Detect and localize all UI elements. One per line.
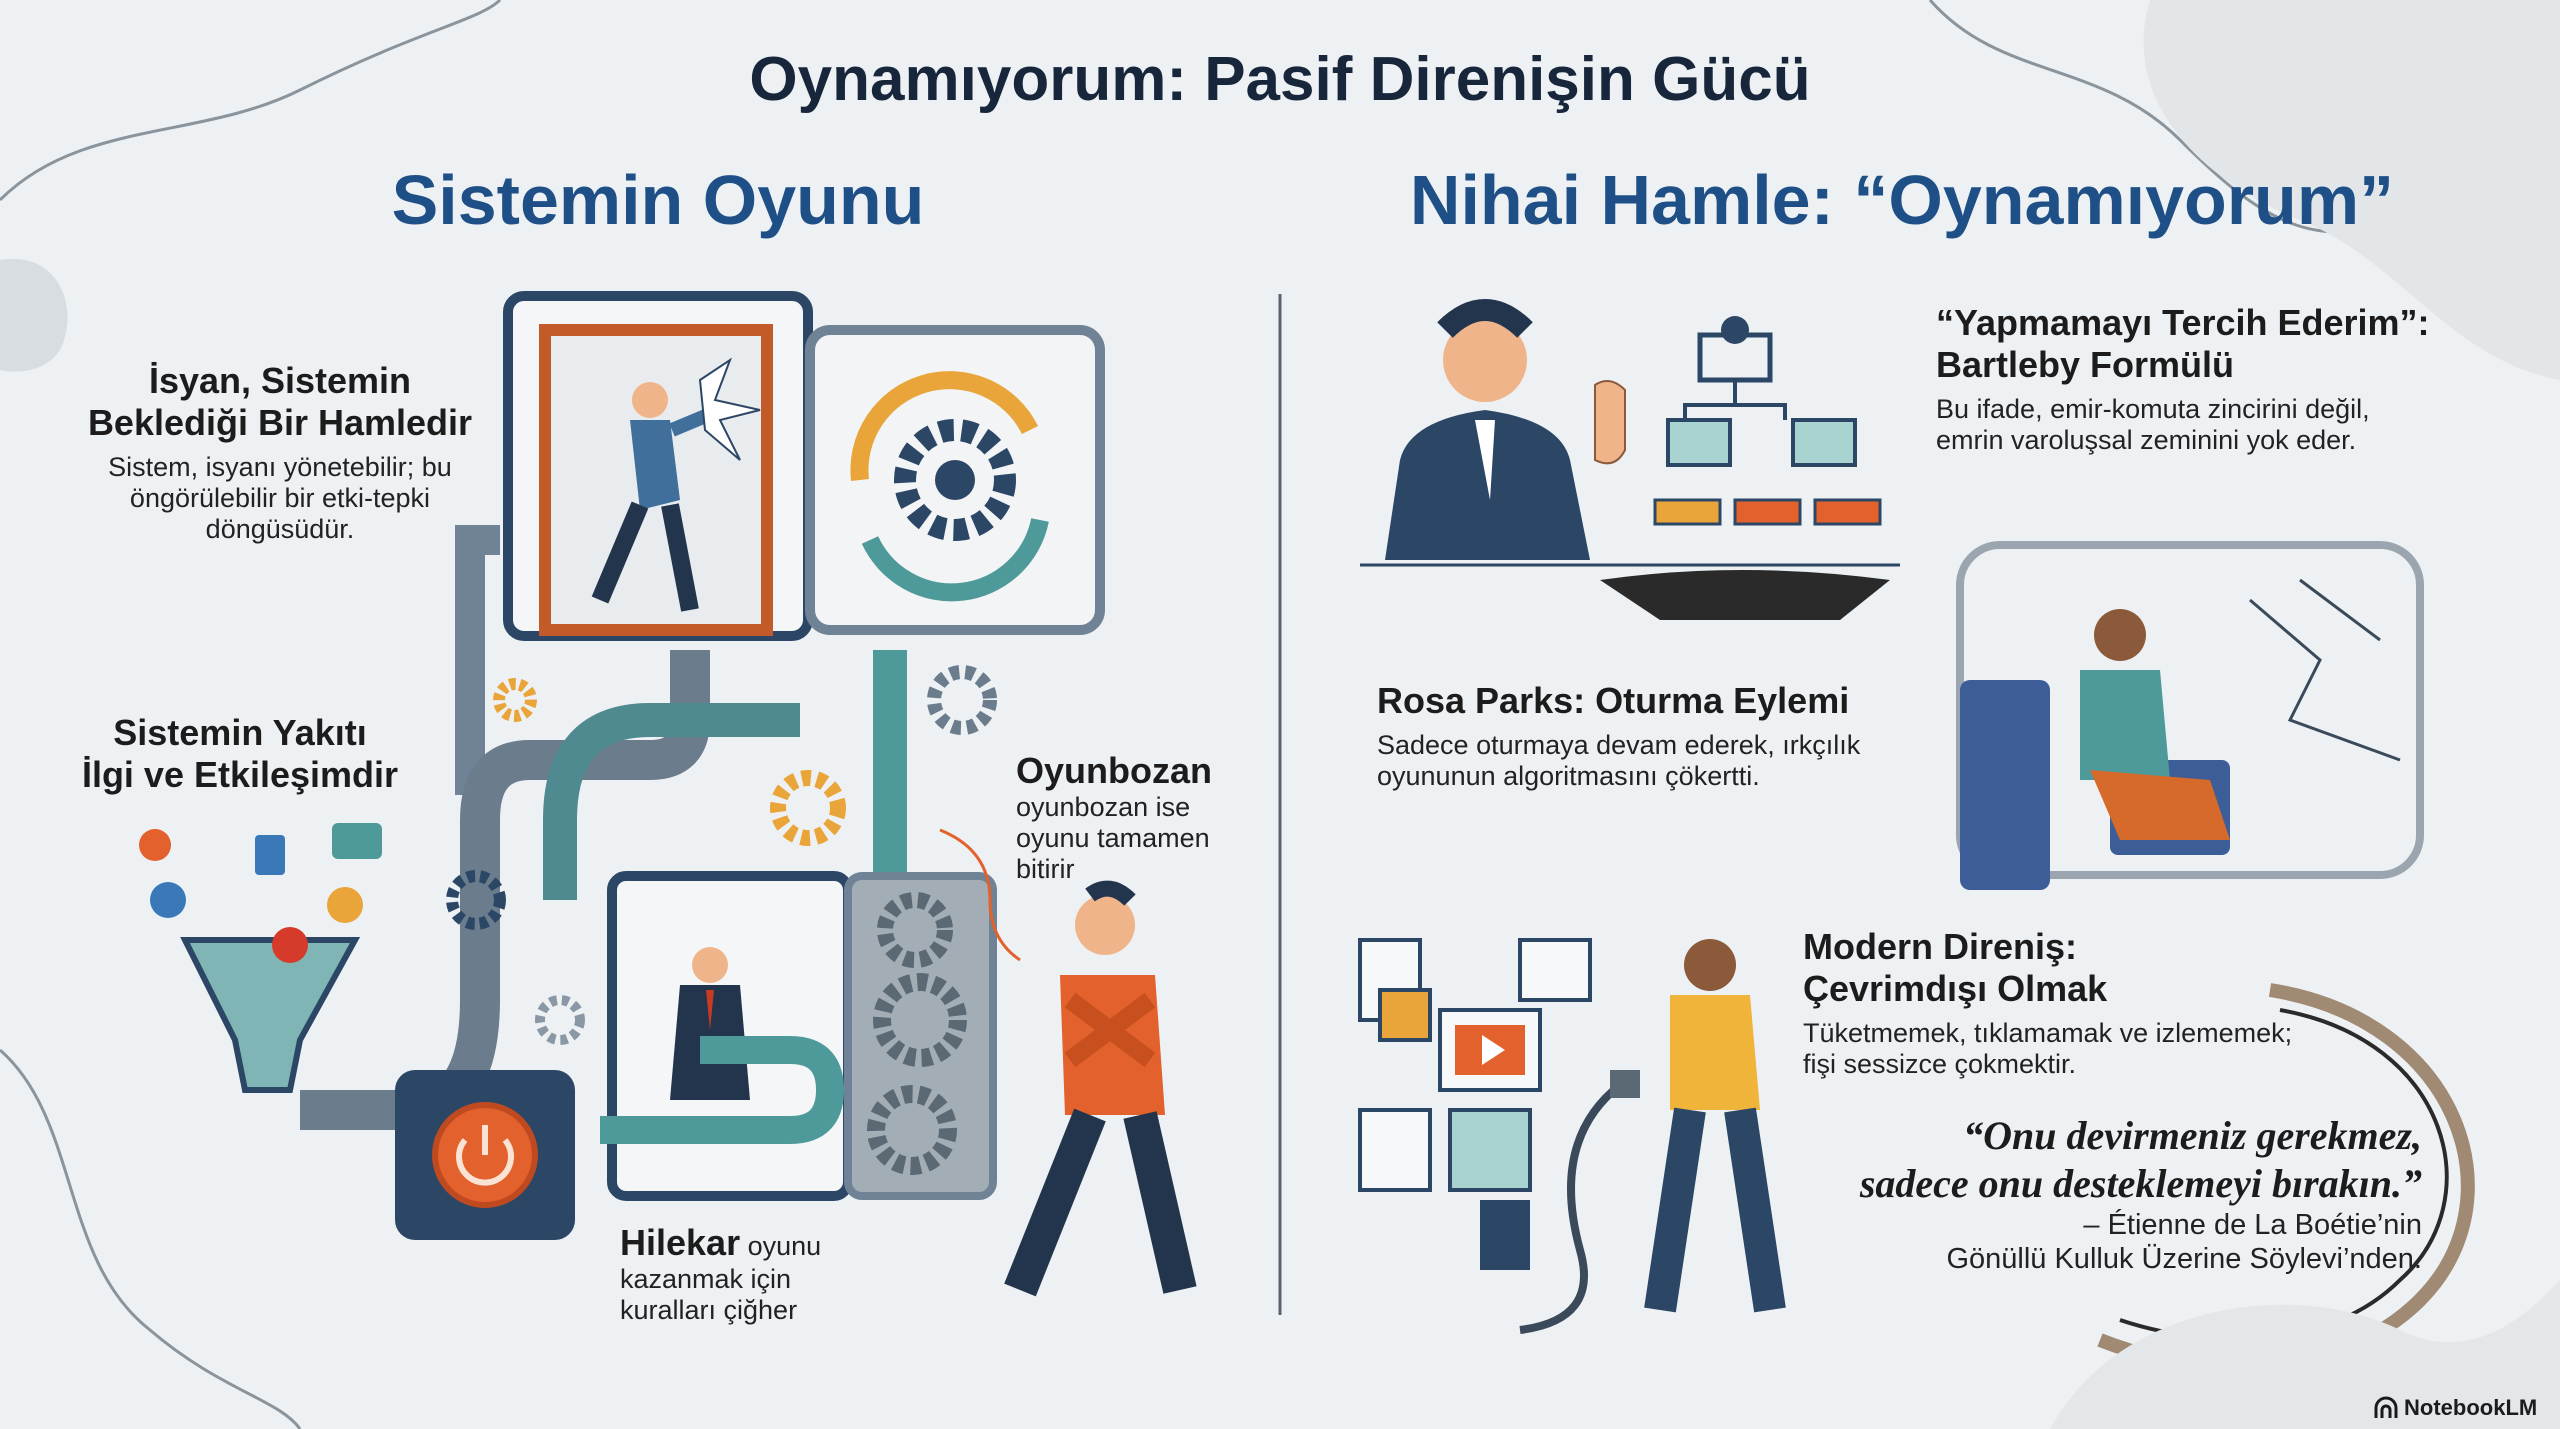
bartleby-body-2: emrin varoluşsal zeminini yok eder. xyxy=(1936,425,2357,455)
gear-icon xyxy=(493,678,537,722)
rebel-figure-icon xyxy=(591,382,723,612)
modern-title-2: Çevrimdışı Olmak xyxy=(1803,968,2108,1009)
broken-glass-icon xyxy=(698,357,761,461)
rosa-body-2: oyununun algoritmasını çökertti. xyxy=(1377,761,1760,791)
rosa-parks-illustration xyxy=(1956,541,2424,890)
background-blob xyxy=(0,258,68,372)
gear-icon xyxy=(770,770,846,846)
gear-icon xyxy=(877,892,953,968)
pipe xyxy=(543,703,800,900)
bartleby-title-2: Bartleby Formülü xyxy=(1936,344,2235,385)
gear-icon xyxy=(446,870,506,930)
page-title: Oynamıyorum: Pasif Direnişin Gücü xyxy=(749,45,1811,114)
gearbox xyxy=(844,872,997,1200)
teal-pipe xyxy=(600,1036,845,1144)
modern-body-2: fişi sessizce çokmektir. xyxy=(1803,1049,2077,1079)
gear-icon xyxy=(535,995,585,1045)
cycle-arrows-icon xyxy=(850,371,1039,481)
spoiler-body-1: oyunbozan ise xyxy=(1016,792,1191,822)
gear-icon xyxy=(873,973,967,1067)
rebellion-title-1: İsyan, Sistemin xyxy=(148,360,412,401)
rosa-title: Rosa Parks: Oturma Eylemi xyxy=(1377,680,1850,721)
quote-block: “Onu devirmeniz gerekmez, sadece onu des… xyxy=(1860,1112,2422,1276)
bartleby-illustration xyxy=(1360,299,1900,620)
rebellion-block: İsyan, Sistemin Beklediği Bir Hamledir S… xyxy=(70,360,490,545)
gear-icon xyxy=(927,665,997,735)
quote-line-1: “Onu devirmeniz gerekmez, xyxy=(1963,1113,2422,1158)
plug-icon xyxy=(1610,1070,1640,1098)
spoiler-body-3: bitirir xyxy=(1016,854,1075,884)
cheater-title: Hilekar xyxy=(620,1222,741,1263)
spoiler-figure-icon xyxy=(1004,880,1197,1297)
quote-attribution-1: – Étienne de La Boétie’nin xyxy=(2083,1209,2422,1241)
rosa-block: Rosa Parks: Oturma Eylemi Sadece oturmay… xyxy=(1377,680,1860,792)
right-section-heading: Nihai Hamle: “Oynamıyorum” xyxy=(1409,161,2395,239)
cheater-block: Hilekar oyunu kazanmak için kuralları çi… xyxy=(620,1222,821,1326)
gear-icon xyxy=(894,419,1016,541)
background-blob xyxy=(2143,0,2560,380)
brand-label: NotebookLM xyxy=(2404,1395,2538,1420)
ground-crack-icon xyxy=(1600,570,1890,620)
rebellion-title-2: Beklediği Bir Hamledir xyxy=(87,402,473,443)
quote-attribution-2: Gönüllü Kulluk Üzerine Söylevi’nden. xyxy=(1946,1243,2422,1275)
cheater-body-3: kuralları çiğher xyxy=(620,1295,798,1325)
quote-line-2: sadece onu desteklemeyi bırakın.” xyxy=(1859,1161,2422,1206)
funnel-icon xyxy=(180,937,361,1093)
fuel-title-1: Sistemin Yakıtı xyxy=(113,712,367,753)
spoiler-body-2: oyunu tamamen xyxy=(1016,823,1210,853)
left-section-heading: Sistemin Oyunu xyxy=(391,161,925,239)
raised-hand-icon xyxy=(1594,380,1626,465)
pipe xyxy=(455,525,500,795)
cheater-body-1: oyunu xyxy=(740,1231,822,1261)
spoiler-title: Oyunbozan xyxy=(1016,750,1212,791)
bartleby-title-1: “Yapmamayı Tercih Ederim”: xyxy=(1936,302,2430,343)
modern-title-1: Modern Direniş: xyxy=(1803,926,2078,967)
brand-logo-icon xyxy=(2374,1396,2398,1418)
cheater-body-2: kazanmak için xyxy=(620,1264,792,1294)
reaction-emojis-icon xyxy=(139,823,382,963)
fuel-block: Sistemin Yakıtı İlgi ve Etkileşimdir xyxy=(60,712,420,796)
offline-illustration xyxy=(1358,938,1786,1334)
bartleby-block: “Yapmamayı Tercih Ederim”: Bartleby Form… xyxy=(1936,302,2430,456)
rebellion-body-1: Sistem, isyanı yönetebilir; bu xyxy=(108,452,452,482)
spoiler-block: Oyunbozan oyunbozan ise oyunu tamamen bi… xyxy=(1016,750,1212,885)
org-chart-icon xyxy=(1653,316,1882,526)
unplugged-cable-icon xyxy=(1519,1081,1623,1334)
connector-squiggle xyxy=(939,828,1021,962)
modern-block: Modern Direniş: Çevrimdışı Olmak Tüketme… xyxy=(1803,926,2292,1080)
rebellion-body-3: döngüsüdür. xyxy=(205,514,355,544)
bartleby-body-1: Bu ifade, emir-komuta zincirini değil, xyxy=(1936,394,2370,424)
system-machine-illustration xyxy=(139,291,1197,1297)
background-blob xyxy=(2050,1280,2560,1429)
rosa-body-1: Sadece oturmaya devam ederek, ırkçılık xyxy=(1377,730,1861,760)
modern-body-1: Tüketmemek, tıklamamak ve izlememek; xyxy=(1803,1018,2293,1048)
rebellion-body-2: öngörülebilir bir etki-tepki xyxy=(129,483,431,513)
gear-icon xyxy=(867,1085,957,1175)
fuel-title-2: İlgi ve Etkileşimdir xyxy=(81,754,399,795)
